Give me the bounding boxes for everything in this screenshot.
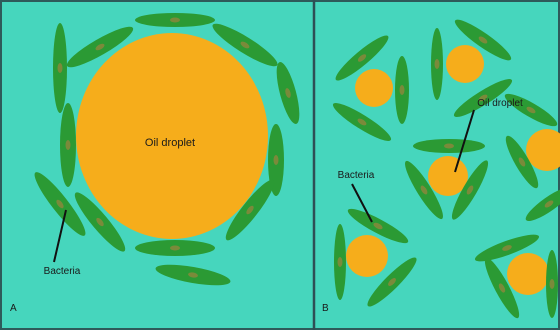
droplet-label-a: Oil droplet: [145, 137, 195, 149]
bacterium-core: [400, 85, 405, 95]
panel-label-b: B: [322, 303, 329, 314]
small-oil-droplet: [346, 235, 388, 277]
bacterium-core: [444, 144, 454, 149]
bacterium-core: [66, 140, 71, 150]
bacterium-core: [170, 18, 180, 23]
small-oil-droplet: [355, 69, 393, 107]
bacterium-core: [170, 246, 180, 251]
bacterium-core: [58, 63, 63, 73]
small-oil-droplet: [446, 45, 484, 83]
small-oil-droplet: [507, 253, 549, 295]
bacterium-core: [274, 155, 279, 165]
bacterium-core: [435, 59, 440, 69]
large-oil-droplet: [76, 33, 268, 239]
bacteria-label-a: Bacteria: [44, 266, 81, 277]
panel-label-a: A: [10, 303, 17, 314]
droplet-label-b: Oil droplet: [477, 98, 523, 109]
bacteria-label-b: Bacteria: [338, 170, 375, 181]
bacterium-core: [338, 257, 343, 267]
bacterium-core: [550, 279, 555, 289]
